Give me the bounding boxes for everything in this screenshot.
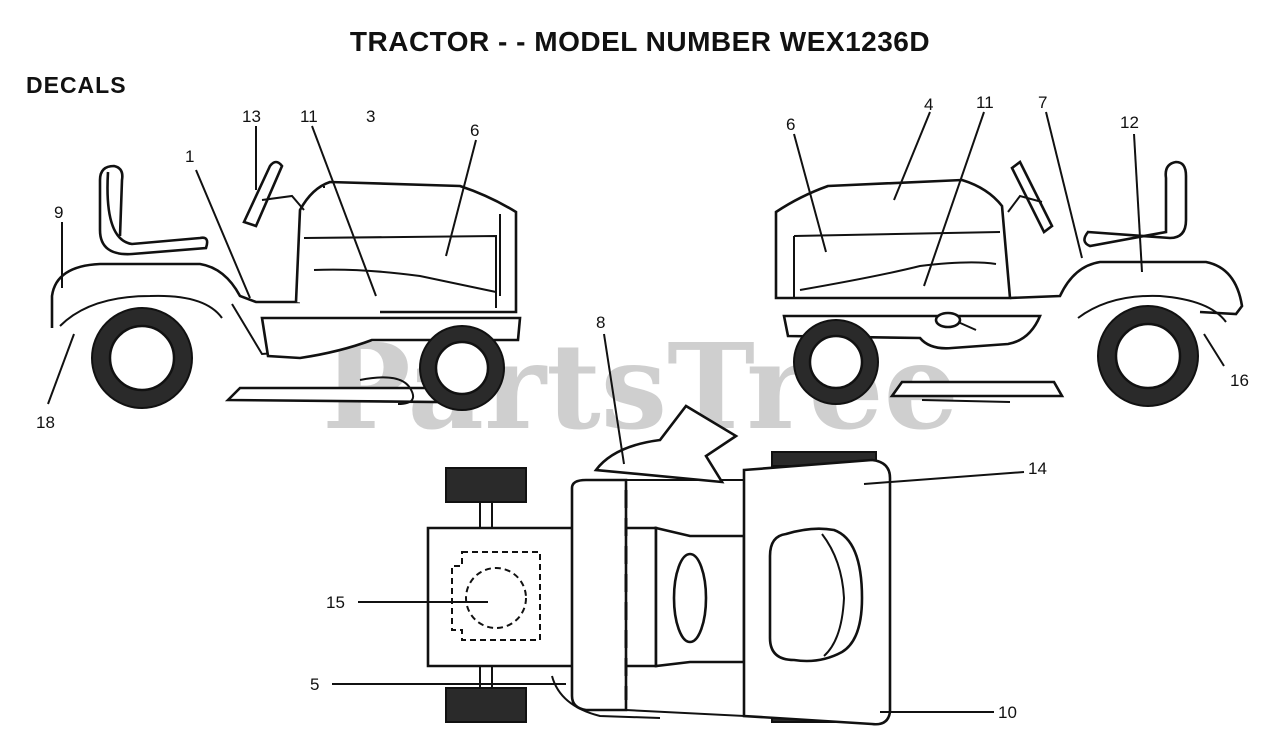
callout-1: 1 — [185, 147, 194, 166]
mower-deck-right — [889, 380, 1065, 398]
page-title: TRACTOR - - MODEL NUMBER WEX1236D — [349, 26, 931, 57]
callout-5: 5 — [310, 675, 319, 694]
steering-wheel-top — [593, 404, 739, 484]
hood-right — [774, 178, 1012, 300]
front-wheel-top-a — [445, 467, 527, 503]
steering-wheel-right — [1010, 160, 1054, 234]
callout-8: 8 — [596, 313, 605, 332]
callout-4: 4 — [924, 95, 933, 114]
callout-10: 10 — [998, 703, 1017, 722]
callout-6-left: 6 — [470, 121, 479, 140]
callout-13: 13 — [242, 107, 261, 126]
leader-lines — [47, 111, 1225, 713]
steering-wheel — [242, 160, 284, 228]
callout-12: 12 — [1120, 113, 1139, 132]
tractor-left-side-view — [50, 160, 522, 411]
front-wheel-top-b — [445, 687, 527, 723]
body-top — [570, 478, 628, 712]
mower-deck — [224, 386, 443, 404]
callout-14: 14 — [1028, 459, 1047, 478]
callout-6-right: 6 — [786, 115, 795, 134]
seat-right — [1083, 160, 1188, 248]
hood — [294, 180, 518, 314]
seat-top — [768, 527, 864, 663]
callout-7: 7 — [1038, 93, 1047, 112]
hood-decal-outline — [451, 551, 541, 641]
callout-labels: 1 13 11 3 6 9 18 6 4 11 7 12 16 8 14 15 … — [36, 93, 1249, 722]
callout-11-right: 11 — [976, 93, 994, 112]
callout-18: 18 — [36, 413, 55, 432]
section-label: DECALS — [26, 72, 127, 98]
rear-fender-right — [1009, 260, 1244, 316]
callout-15: 15 — [326, 593, 345, 612]
callout-16: 16 — [1230, 371, 1249, 390]
callout-9: 9 — [54, 203, 63, 222]
tractor-top-view — [426, 404, 892, 726]
seat — [98, 164, 209, 256]
callout-11-left: 11 — [300, 107, 318, 126]
callout-3: 3 — [366, 107, 375, 126]
tractor-right-side-view — [774, 160, 1244, 407]
